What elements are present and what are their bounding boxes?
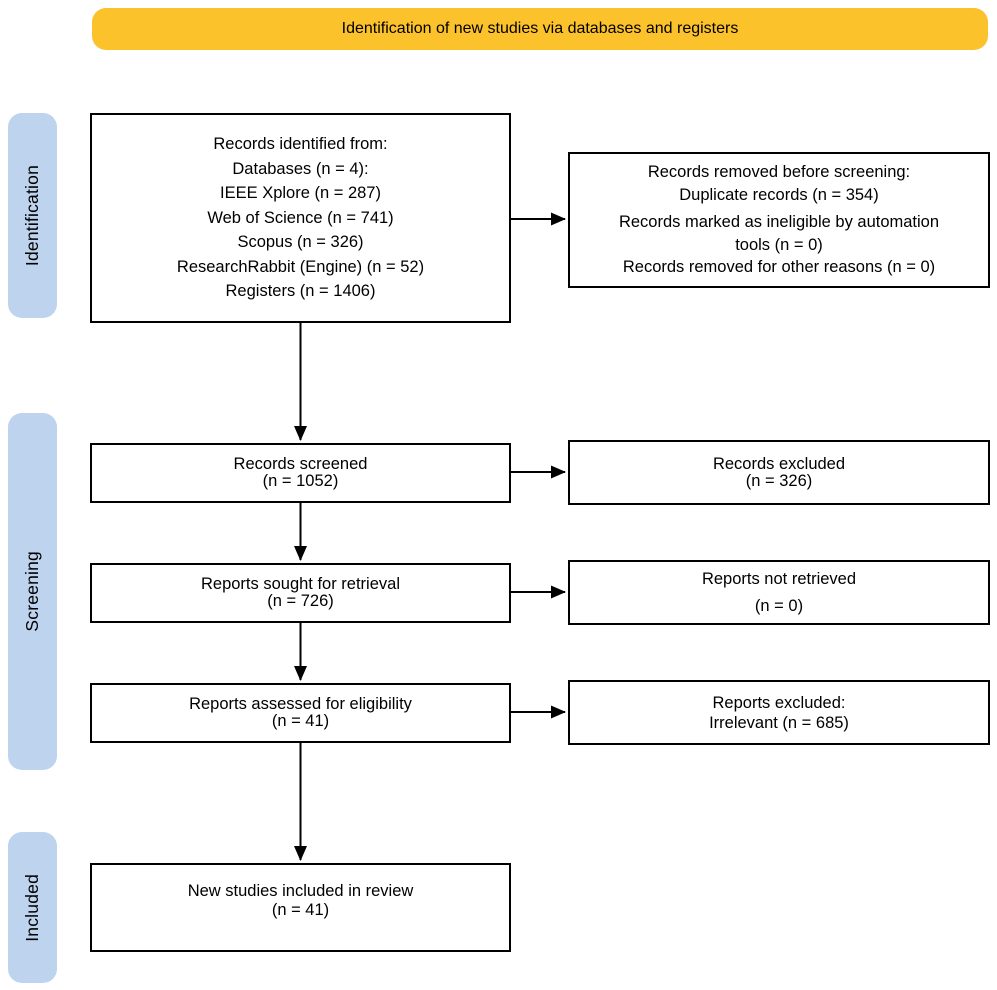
box-text-line: Records screened xyxy=(233,455,368,473)
box-text-line: (n = 326) xyxy=(745,471,813,490)
box-text-line: Reports assessed for eligibility xyxy=(189,695,412,713)
banner-title: Identification of new studies via databa… xyxy=(341,20,739,37)
box-text-line: (n = 41) xyxy=(271,712,330,730)
box-new-studies-included: New studies included in review (n = 41) xyxy=(90,863,511,952)
stage-label-screening: Screening xyxy=(8,413,57,770)
box-text-line: Reports not retrieved xyxy=(701,569,857,588)
box-text-line: Records removed for other reasons (n = 0… xyxy=(622,258,936,277)
banner: Identification of new studies via databa… xyxy=(92,8,988,50)
box-text-line: Records excluded xyxy=(712,454,846,473)
box-records-identified: Records identified from: Databases (n = … xyxy=(90,113,511,323)
stage-label-included-text: Included xyxy=(22,873,42,942)
box-text-line: Reports sought for retrieval xyxy=(200,575,400,593)
box-text-line: (n = 1052) xyxy=(262,472,339,490)
box-text-line: (n = 726) xyxy=(267,592,334,610)
box-reports-not-retrieved: Reports not retrieved (n = 0) xyxy=(568,560,990,625)
box-text-line: Records removed before screening: xyxy=(647,163,911,182)
box-text-line: Irrelevant (n = 685) xyxy=(709,713,849,732)
box-text-line: ResearchRabbit (Engine) (n = 52) xyxy=(176,257,425,276)
box-text-line: tools (n = 0) xyxy=(735,235,823,254)
box-records-excluded: Records excluded (n = 326) xyxy=(568,440,990,505)
box-text-line: IEEE Xplore (n = 287) xyxy=(220,184,381,203)
box-reports-sought: Reports sought for retrieval (n = 726) xyxy=(90,563,511,623)
stage-label-screening-text: Screening xyxy=(22,551,42,632)
box-reports-assessed: Reports assessed for eligibility (n = 41… xyxy=(90,683,511,743)
stage-label-identification: Identification xyxy=(8,113,57,318)
box-text-line: (n = 41) xyxy=(271,900,330,919)
box-text-line: Reports excluded: xyxy=(712,693,846,712)
box-text-line: Scopus (n = 326) xyxy=(237,233,364,252)
box-text-line: Records identified from: xyxy=(213,135,388,154)
box-text-line: Web of Science (n = 741) xyxy=(207,208,394,227)
box-records-screened: Records screened (n = 1052) xyxy=(90,443,511,503)
box-text-line: Records marked as ineligible by automati… xyxy=(618,213,940,232)
box-text-line: Registers (n = 1406) xyxy=(225,282,376,301)
box-reports-excluded: Reports excluded: Irrelevant (n = 685) xyxy=(568,680,990,745)
box-text-line: (n = 0) xyxy=(754,596,804,615)
box-text-line: New studies included in review xyxy=(187,881,414,900)
box-text-line: Duplicate records (n = 354) xyxy=(679,185,879,204)
stage-label-identification-text: Identification xyxy=(22,164,42,267)
box-records-removed: Records removed before screening: Duplic… xyxy=(568,152,990,288)
stage-label-included: Included xyxy=(8,832,57,983)
box-text-line: Databases (n = 4): xyxy=(232,159,369,178)
